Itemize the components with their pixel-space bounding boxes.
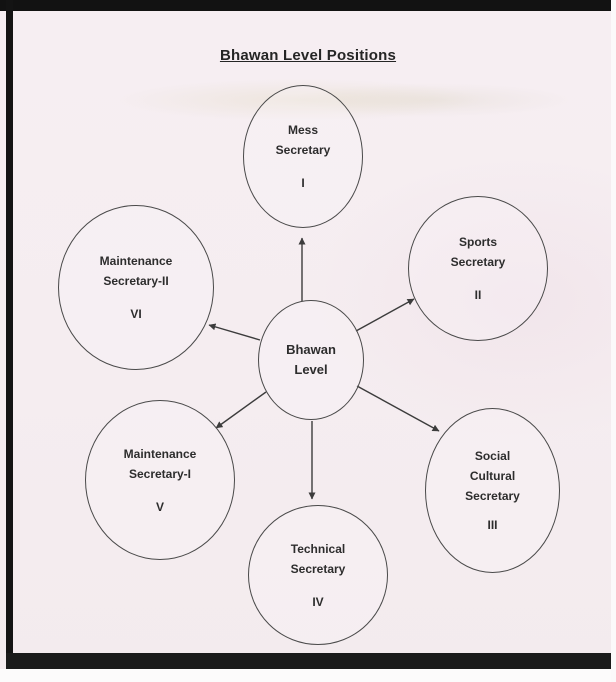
node-technical-secretary: Technical Secretary IV <box>248 505 388 645</box>
node-label-line: Bhawan <box>286 342 336 357</box>
scan-border-top <box>0 0 616 11</box>
node-numeral: VI <box>130 307 142 321</box>
node-label-line: Secretary <box>465 489 520 503</box>
node-maintenance-secretary-2: Maintenance Secretary-II VI <box>58 205 214 370</box>
arrow-to-maintenance-secretary-1 <box>215 391 267 429</box>
node-sports-secretary: Sports Secretary II <box>408 196 548 341</box>
arrow-to-sports-secretary <box>355 298 415 332</box>
node-numeral: I <box>301 176 305 190</box>
scan-edge-bottom <box>0 669 616 682</box>
node-bhawan-level: Bhawan Level <box>258 300 364 420</box>
node-label-line: Secretary-II <box>103 274 169 288</box>
arrow-to-social-cultural-secretary <box>356 385 440 432</box>
node-numeral: IV <box>312 594 324 609</box>
node-numeral: II <box>474 288 482 302</box>
scan-edge-right <box>611 0 616 682</box>
page-title: Bhawan Level Positions <box>219 47 397 64</box>
node-label-line: Social <box>474 449 511 463</box>
node-label-line: Secretary <box>275 143 331 157</box>
arrow-to-maintenance-secretary-2 <box>208 323 261 341</box>
scan-border-bottom <box>6 653 616 669</box>
node-label-line: Cultural <box>469 469 516 483</box>
node-label-line: Secretary <box>290 561 346 576</box>
node-label-line: Technical <box>290 541 346 556</box>
node-label-line: Mess <box>287 123 319 137</box>
node-maintenance-secretary-1: Maintenance Secretary-I V <box>85 400 235 560</box>
node-mess-secretary: Mess Secretary I <box>243 85 363 228</box>
node-label-line: Maintenance <box>123 446 197 461</box>
node-label-line: Secretary-I <box>128 466 192 481</box>
node-numeral: V <box>155 499 164 514</box>
node-numeral: III <box>487 518 498 532</box>
node-label-line: Sports <box>458 235 497 249</box>
node-label-line: Level <box>294 362 328 377</box>
scan-border-left <box>6 0 13 668</box>
node-social-cultural-secretary: Social Cultural Secretary III <box>425 408 560 573</box>
node-label-line: Maintenance <box>99 254 173 268</box>
node-label-line: Secretary <box>450 255 506 269</box>
